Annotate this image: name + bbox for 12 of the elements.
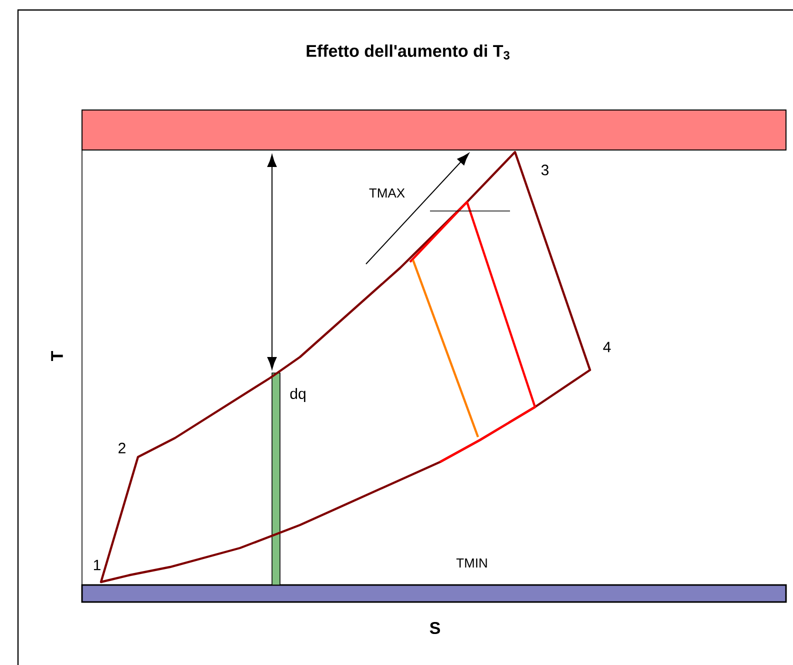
axis-label: T bbox=[51, 350, 63, 361]
point-label: 1 bbox=[94, 560, 100, 570]
point-label: 2 bbox=[118, 442, 126, 454]
heat-label: dq bbox=[290, 388, 306, 402]
temperature-label: TMIN bbox=[456, 558, 487, 568]
point-label: 4 bbox=[603, 342, 611, 352]
axis-label: S bbox=[430, 622, 440, 634]
title: Effetto dell'aumento di T$_{3}$ bbox=[306, 44, 510, 60]
temperature-label: TMAX bbox=[369, 188, 405, 198]
point-label: 3 bbox=[541, 164, 549, 176]
cold-reservoir-band bbox=[81, 584, 787, 603]
hot-reservoir-band bbox=[82, 110, 786, 150]
